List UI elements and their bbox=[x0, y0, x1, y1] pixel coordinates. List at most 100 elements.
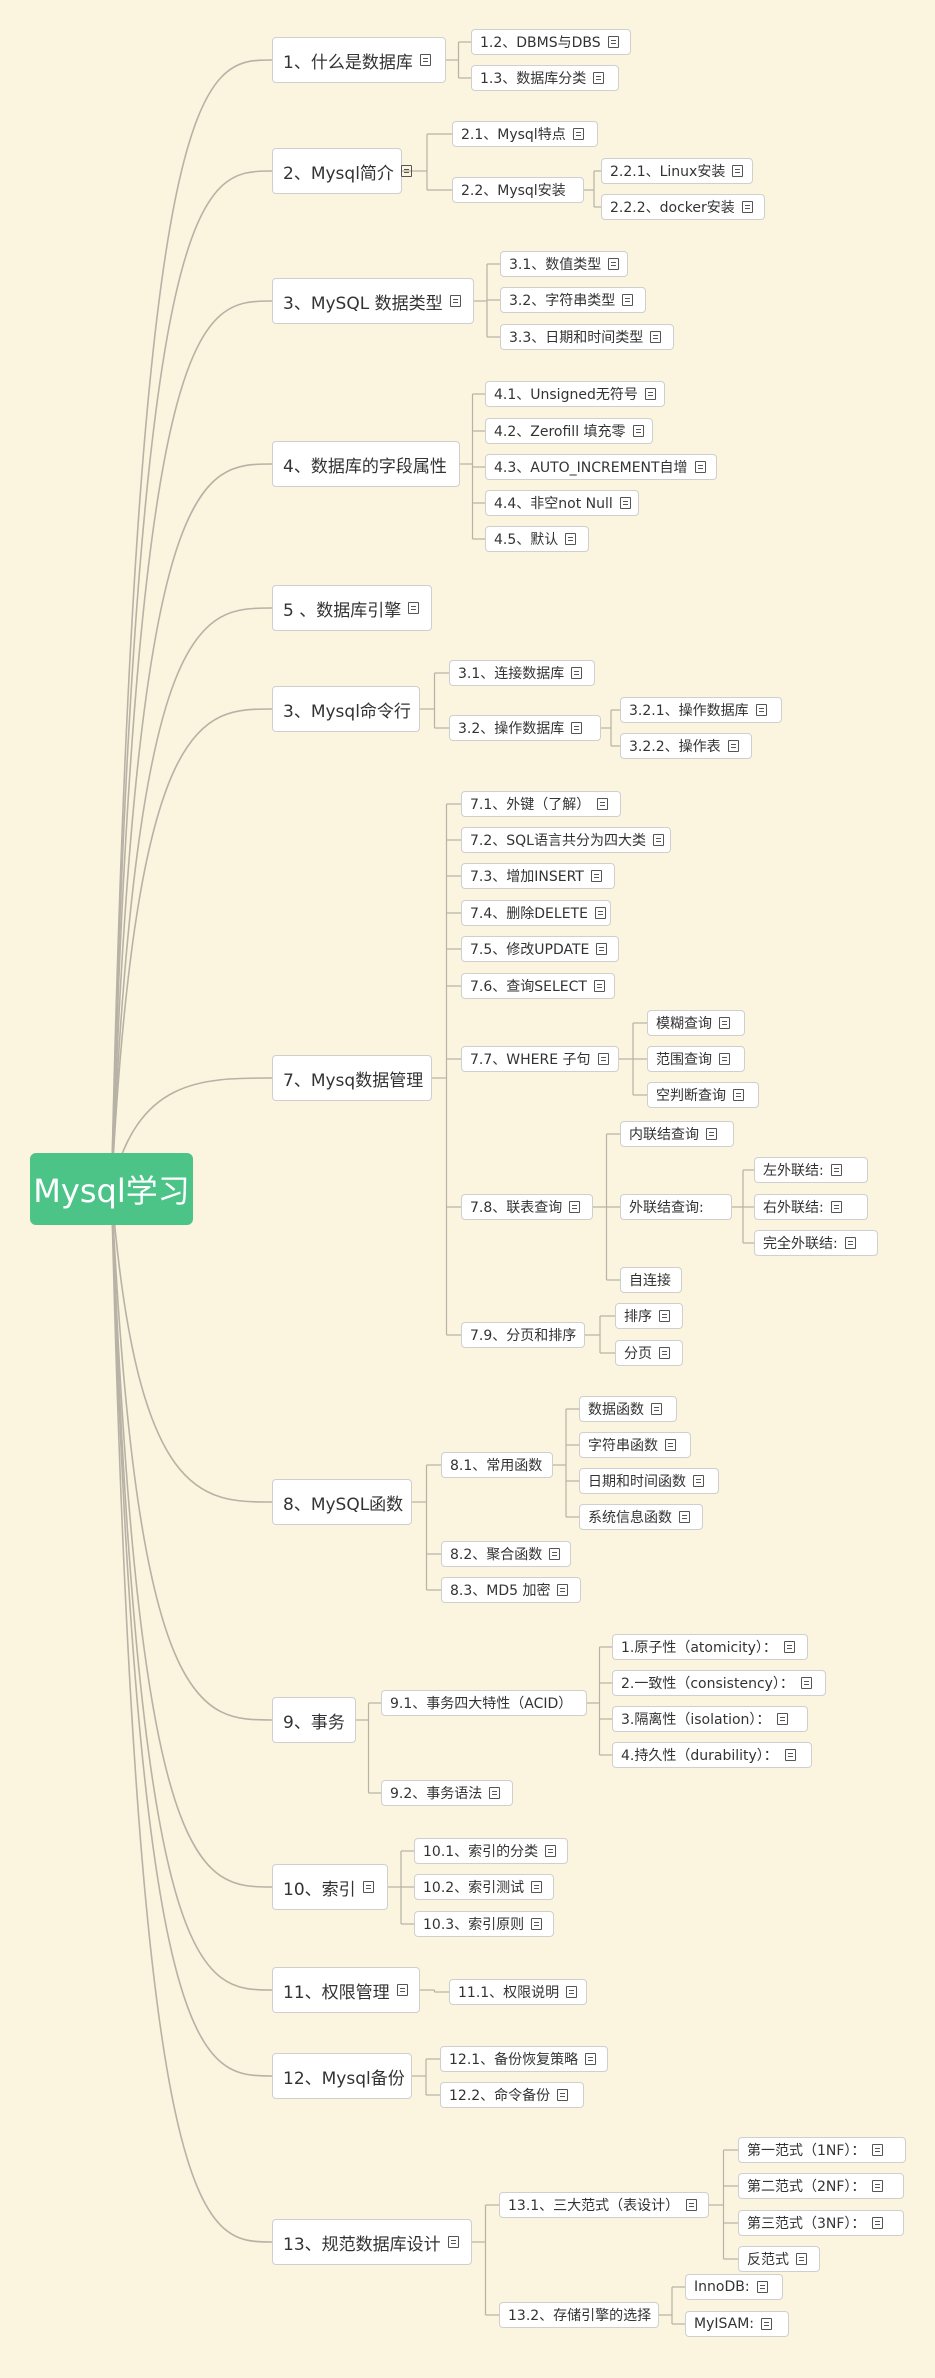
mindmap-node-l1-0[interactable]: 1、什么是数据库 bbox=[272, 37, 446, 83]
note-icon[interactable] bbox=[565, 533, 577, 545]
mindmap-node-l3-34[interactable]: 空判断查询 bbox=[647, 1082, 759, 1108]
mindmap-node-l2-16[interactable]: 4.4、非空not Null bbox=[485, 490, 639, 516]
mindmap-node-l2-62[interactable]: 10.2、索引测试 bbox=[414, 1874, 554, 1900]
mindmap-node-l2-21[interactable]: 3.2、操作数据库 bbox=[449, 715, 601, 741]
mindmap-node-l2-15[interactable]: 4.3、AUTO_INCREMENT自增 bbox=[485, 454, 717, 480]
note-icon[interactable] bbox=[585, 2053, 597, 2065]
mindmap-node-l3-76[interactable]: InnoDB: bbox=[685, 2274, 783, 2300]
mindmap-node-l4-40[interactable]: 完全外联结: bbox=[754, 1230, 878, 1256]
note-icon[interactable] bbox=[571, 667, 583, 679]
mindmap-node-l3-33[interactable]: 范围查询 bbox=[647, 1046, 745, 1072]
mindmap-node-l2-75[interactable]: 13.2、存储引擎的选择 bbox=[499, 2302, 659, 2328]
mindmap-node-l3-36[interactable]: 内联结查询 bbox=[620, 1121, 734, 1147]
mindmap-node-l2-68[interactable]: 12.2、命令备份 bbox=[440, 2082, 584, 2108]
mindmap-node-l2-25[interactable]: 7.1、外键（了解） bbox=[461, 791, 621, 817]
note-icon[interactable] bbox=[566, 1986, 578, 1998]
note-icon[interactable] bbox=[590, 870, 602, 882]
note-icon[interactable] bbox=[741, 201, 753, 213]
note-icon[interactable] bbox=[783, 1641, 795, 1653]
mindmap-node-l2-35[interactable]: 7.8、联表查询 bbox=[461, 1194, 593, 1220]
note-icon[interactable] bbox=[872, 2180, 884, 2192]
mindmap-node-l2-67[interactable]: 12.1、备份恢复策略 bbox=[440, 2046, 608, 2072]
mindmap-node-l2-17[interactable]: 4.5、默认 bbox=[485, 526, 589, 552]
note-icon[interactable] bbox=[489, 1787, 501, 1799]
note-icon[interactable] bbox=[796, 2253, 807, 2265]
note-icon[interactable] bbox=[447, 2236, 459, 2248]
note-icon[interactable] bbox=[531, 1881, 543, 1893]
mindmap-node-l1-18[interactable]: 5 、数据库引擎 bbox=[272, 585, 432, 631]
note-icon[interactable] bbox=[761, 2318, 773, 2330]
note-icon[interactable] bbox=[449, 295, 461, 307]
mindmap-node-l2-30[interactable]: 7.6、查询SELECT bbox=[461, 973, 615, 999]
note-icon[interactable] bbox=[659, 1347, 670, 1359]
mindmap-node-l3-58[interactable]: 4.持久性（durability）： bbox=[612, 1742, 812, 1768]
note-icon[interactable] bbox=[593, 980, 605, 992]
mindmap-node-l2-11[interactable]: 3.3、日期和时间类型 bbox=[500, 324, 674, 350]
note-icon[interactable] bbox=[557, 2089, 569, 2101]
note-icon[interactable] bbox=[608, 258, 620, 270]
note-icon[interactable] bbox=[607, 36, 619, 48]
mindmap-node-l2-54[interactable]: 9.1、事务四大特性（ACID） bbox=[381, 1690, 587, 1716]
note-icon[interactable] bbox=[719, 1053, 730, 1065]
mindmap-node-l3-23[interactable]: 3.2.2、操作表 bbox=[620, 733, 752, 759]
mindmap-node-l4-38[interactable]: 左外联结: bbox=[754, 1157, 868, 1183]
mindmap-node-l3-43[interactable]: 排序 bbox=[615, 1303, 683, 1329]
mindmap-node-l1-19[interactable]: 3、Mysql命令行 bbox=[272, 686, 420, 732]
mindmap-node-l2-52[interactable]: 8.3、MD5 加密 bbox=[441, 1577, 581, 1603]
mindmap-node-l1-66[interactable]: 12、Mysql备份 bbox=[272, 2053, 412, 2099]
note-icon[interactable] bbox=[659, 1310, 670, 1322]
mindmap-node-l2-14[interactable]: 4.2、Zerofill 填充零 bbox=[485, 418, 653, 444]
note-icon[interactable] bbox=[733, 1089, 744, 1101]
note-icon[interactable] bbox=[830, 1201, 842, 1213]
note-icon[interactable] bbox=[694, 461, 706, 473]
note-icon[interactable] bbox=[362, 1881, 374, 1893]
note-icon[interactable] bbox=[596, 943, 608, 955]
note-icon[interactable] bbox=[597, 1053, 609, 1065]
note-icon[interactable] bbox=[569, 1201, 581, 1213]
note-icon[interactable] bbox=[755, 704, 767, 716]
mindmap-node-l2-5[interactable]: 2.2、Mysql安装 bbox=[452, 177, 584, 203]
mindmap-node-l2-46[interactable]: 8.1、常用函数 bbox=[441, 1452, 553, 1478]
mindmap-node-l3-50[interactable]: 系统信息函数 bbox=[579, 1504, 703, 1530]
mindmap-node-l2-61[interactable]: 10.1、索引的分类 bbox=[414, 1838, 568, 1864]
mindmap-node-l3-32[interactable]: 模糊查询 bbox=[647, 1010, 745, 1036]
mindmap-node-l3-37[interactable]: 外联结查询: bbox=[620, 1194, 732, 1220]
mindmap-node-l2-29[interactable]: 7.5、修改UPDATE bbox=[461, 936, 619, 962]
note-icon[interactable] bbox=[396, 1984, 408, 1996]
note-icon[interactable] bbox=[650, 331, 662, 343]
mindmap-node-l2-4[interactable]: 2.1、Mysql特点 bbox=[452, 121, 598, 147]
note-icon[interactable] bbox=[572, 128, 584, 140]
mindmap-node-l1-45[interactable]: 8、MySQL函数 bbox=[272, 1479, 412, 1525]
note-icon[interactable] bbox=[844, 1237, 856, 1249]
mindmap-node-l2-28[interactable]: 7.4、删除DELETE bbox=[461, 900, 611, 926]
mindmap-node-l2-9[interactable]: 3.1、数值类型 bbox=[500, 251, 628, 277]
note-icon[interactable] bbox=[706, 1128, 717, 1140]
note-icon[interactable] bbox=[644, 388, 656, 400]
mindmap-node-l2-27[interactable]: 7.3、增加INSERT bbox=[461, 863, 615, 889]
mindmap-node-l1-3[interactable]: 2、Mysql简介 bbox=[272, 148, 412, 194]
note-icon[interactable] bbox=[400, 165, 412, 177]
note-icon[interactable] bbox=[652, 834, 664, 846]
mindmap-node-l3-55[interactable]: 1.原子性（atomicity）： bbox=[612, 1634, 808, 1660]
mindmap-node-l1-53[interactable]: 9、事务 bbox=[272, 1697, 356, 1743]
note-icon[interactable] bbox=[571, 722, 583, 734]
note-icon[interactable] bbox=[830, 1164, 842, 1176]
root-node[interactable]: Mysql学习 bbox=[30, 1153, 193, 1225]
note-icon[interactable] bbox=[693, 1475, 704, 1487]
mindmap-node-l2-42[interactable]: 7.9、分页和排序 bbox=[461, 1322, 585, 1348]
note-icon[interactable] bbox=[679, 1511, 690, 1523]
mindmap-node-l1-8[interactable]: 3、MySQL 数据类型 bbox=[272, 278, 474, 324]
mindmap-node-l2-51[interactable]: 8.2、聚合函数 bbox=[441, 1541, 571, 1567]
mindmap-node-l3-57[interactable]: 3.隔离性（isolation）： bbox=[612, 1706, 808, 1732]
note-icon[interactable] bbox=[557, 1584, 569, 1596]
mindmap-node-l2-31[interactable]: 7.7、WHERE 子句 bbox=[461, 1046, 619, 1072]
mindmap-node-l1-24[interactable]: 7、Mysq数据管理 bbox=[272, 1055, 432, 1101]
mindmap-node-l3-77[interactable]: MyISAM: bbox=[685, 2311, 789, 2337]
mindmap-node-l3-71[interactable]: 第一范式（1NF）： bbox=[738, 2137, 906, 2163]
note-icon[interactable] bbox=[531, 1918, 543, 1930]
note-icon[interactable] bbox=[594, 907, 606, 919]
mindmap-node-l3-72[interactable]: 第二范式（2NF）： bbox=[738, 2173, 904, 2199]
mindmap-node-l2-59[interactable]: 9.2、事务语法 bbox=[381, 1780, 513, 1806]
note-icon[interactable] bbox=[872, 2144, 884, 2156]
note-icon[interactable] bbox=[756, 2281, 768, 2293]
